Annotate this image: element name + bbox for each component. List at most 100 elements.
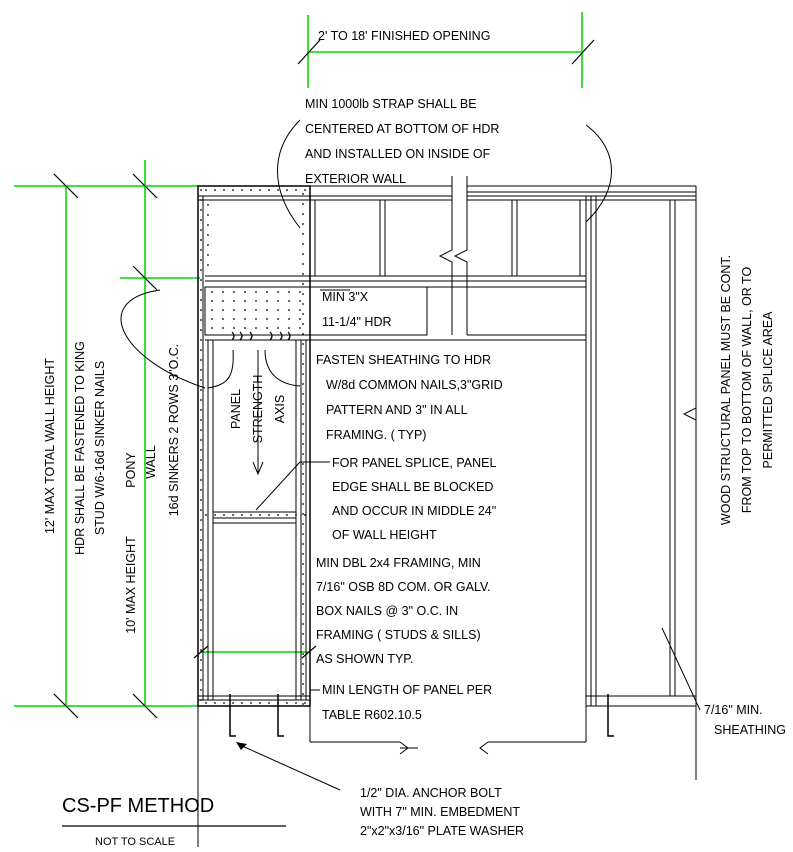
nail-dot (302, 483, 304, 485)
braced-wall-panel (197, 185, 586, 707)
nail-dot (244, 309, 246, 311)
splice-note-line-2: EDGE SHALL BE BLOCKED (332, 480, 493, 494)
nail-dot (277, 309, 279, 311)
nail-dot (302, 373, 304, 375)
nail-dot (207, 214, 209, 216)
nail-dot (200, 319, 202, 321)
nail-dot (207, 204, 209, 206)
nail-dot (255, 309, 257, 311)
total-height-label: 12' MAX TOTAL WALL HEIGHT (43, 358, 57, 534)
nail-dot (302, 353, 304, 355)
nail-dot (302, 603, 304, 605)
nail-dot (200, 309, 202, 311)
nail-dot (200, 479, 202, 481)
strap-note-line-4: EXTERIOR WALL (305, 172, 406, 186)
drawing-title: CS-PF METHOD (62, 795, 214, 817)
nail-dot (222, 291, 224, 293)
nail-dot (200, 279, 202, 281)
nail-dot (200, 619, 202, 621)
nail-dot (259, 514, 261, 516)
nail-dot (200, 209, 202, 211)
nail-dot (302, 193, 304, 195)
nail-dot (200, 689, 202, 691)
nail-dot (200, 429, 202, 431)
nail-dot (268, 702, 270, 704)
nail-dot (233, 300, 235, 302)
nail-dot (302, 503, 304, 505)
nail-dot (214, 702, 216, 704)
nail-dot (211, 291, 213, 293)
nail-dot (286, 514, 288, 516)
header-size-line-1: MIN 3"X (322, 290, 369, 304)
nail-dot (277, 318, 279, 320)
panel-axis-line-3: AXIS (273, 395, 287, 424)
nail-dot (211, 327, 213, 329)
nail-dot (259, 189, 261, 191)
nail-dot (268, 189, 270, 191)
nail-dot (223, 702, 225, 704)
nail-dot (302, 333, 304, 335)
nail-dot (244, 291, 246, 293)
wood-panel-note-line-3: PERMITTED SPLICE AREA (761, 311, 775, 469)
nail-dot (286, 702, 288, 704)
nail-dot (222, 300, 224, 302)
nail-dot (200, 289, 202, 291)
drawing-subtitle: NOT TO SCALE (95, 836, 175, 847)
wood-panel-note-line-2: FROM TOP TO BOTTOM OF WALL, OR TO (740, 267, 754, 514)
nail-dot (277, 189, 279, 191)
nail-dot (200, 369, 202, 371)
framing-note-line-2: 7/16" OSB 8D COM. OR GALV. (316, 580, 491, 594)
nail-dot (299, 300, 301, 302)
nail-dot (302, 213, 304, 215)
nail-dot (277, 514, 279, 516)
nail-dot (207, 264, 209, 266)
nail-dot (207, 244, 209, 246)
nail-dot (214, 189, 216, 191)
nail-dot (244, 300, 246, 302)
nail-dot (244, 318, 246, 320)
nail-dot (302, 223, 304, 225)
nail-dot (207, 224, 209, 226)
nail-dot (223, 514, 225, 516)
sheathing-note-line-1: 7/16" MIN. (704, 703, 763, 717)
nail-dot (200, 269, 202, 271)
nail-dot (277, 300, 279, 302)
hdr-king-note-line-1: HDR SHALL BE FASTENED TO KING (73, 341, 87, 555)
panel-axis-line-1: PANEL (229, 389, 243, 429)
nail-dot (241, 514, 243, 516)
nail-dot (222, 318, 224, 320)
nail-dot (302, 363, 304, 365)
nail-dot (299, 318, 301, 320)
nail-dot (232, 514, 234, 516)
panel-length-note-line-1: MIN LENGTH OF PANEL PER (322, 683, 492, 697)
nail-dot (302, 473, 304, 475)
nail-dot (233, 309, 235, 311)
nail-dot (232, 189, 234, 191)
nail-dot (255, 327, 257, 329)
nail-dot (302, 233, 304, 235)
nail-dot (302, 423, 304, 425)
header-nails (231, 331, 291, 341)
nail-dot (205, 189, 207, 191)
nail-dot (288, 318, 290, 320)
opening-dimension-label: 2' TO 18' FINISHED OPENING (318, 29, 490, 43)
fasten-note-line-4: FRAMING. ( TYP) (326, 428, 426, 442)
nail-dot (241, 702, 243, 704)
nail-dot (200, 239, 202, 241)
nail-dot (200, 389, 202, 391)
nail-dot (302, 393, 304, 395)
sheathing-note-line-2: SHEATHING (714, 723, 786, 737)
fasten-note-line-2: W/8d COMMON NAILS,3"GRID (326, 378, 503, 392)
annotations: 2' TO 18' FINISHED OPENING MIN 1000lb ST… (43, 29, 786, 848)
nail-dot (200, 559, 202, 561)
nail-dot (277, 327, 279, 329)
nail-dot (302, 323, 304, 325)
nail-dot (266, 291, 268, 293)
strap-note-line-2: CENTERED AT BOTTOM OF HDR (305, 122, 499, 136)
nail-dot (302, 203, 304, 205)
splice-note-line-3: AND OCCUR IN MIDDLE 24" (332, 504, 496, 518)
nail-dot (302, 463, 304, 465)
wall-label: WALL (144, 445, 158, 479)
nail-dot (302, 513, 304, 515)
nail-dot (302, 433, 304, 435)
